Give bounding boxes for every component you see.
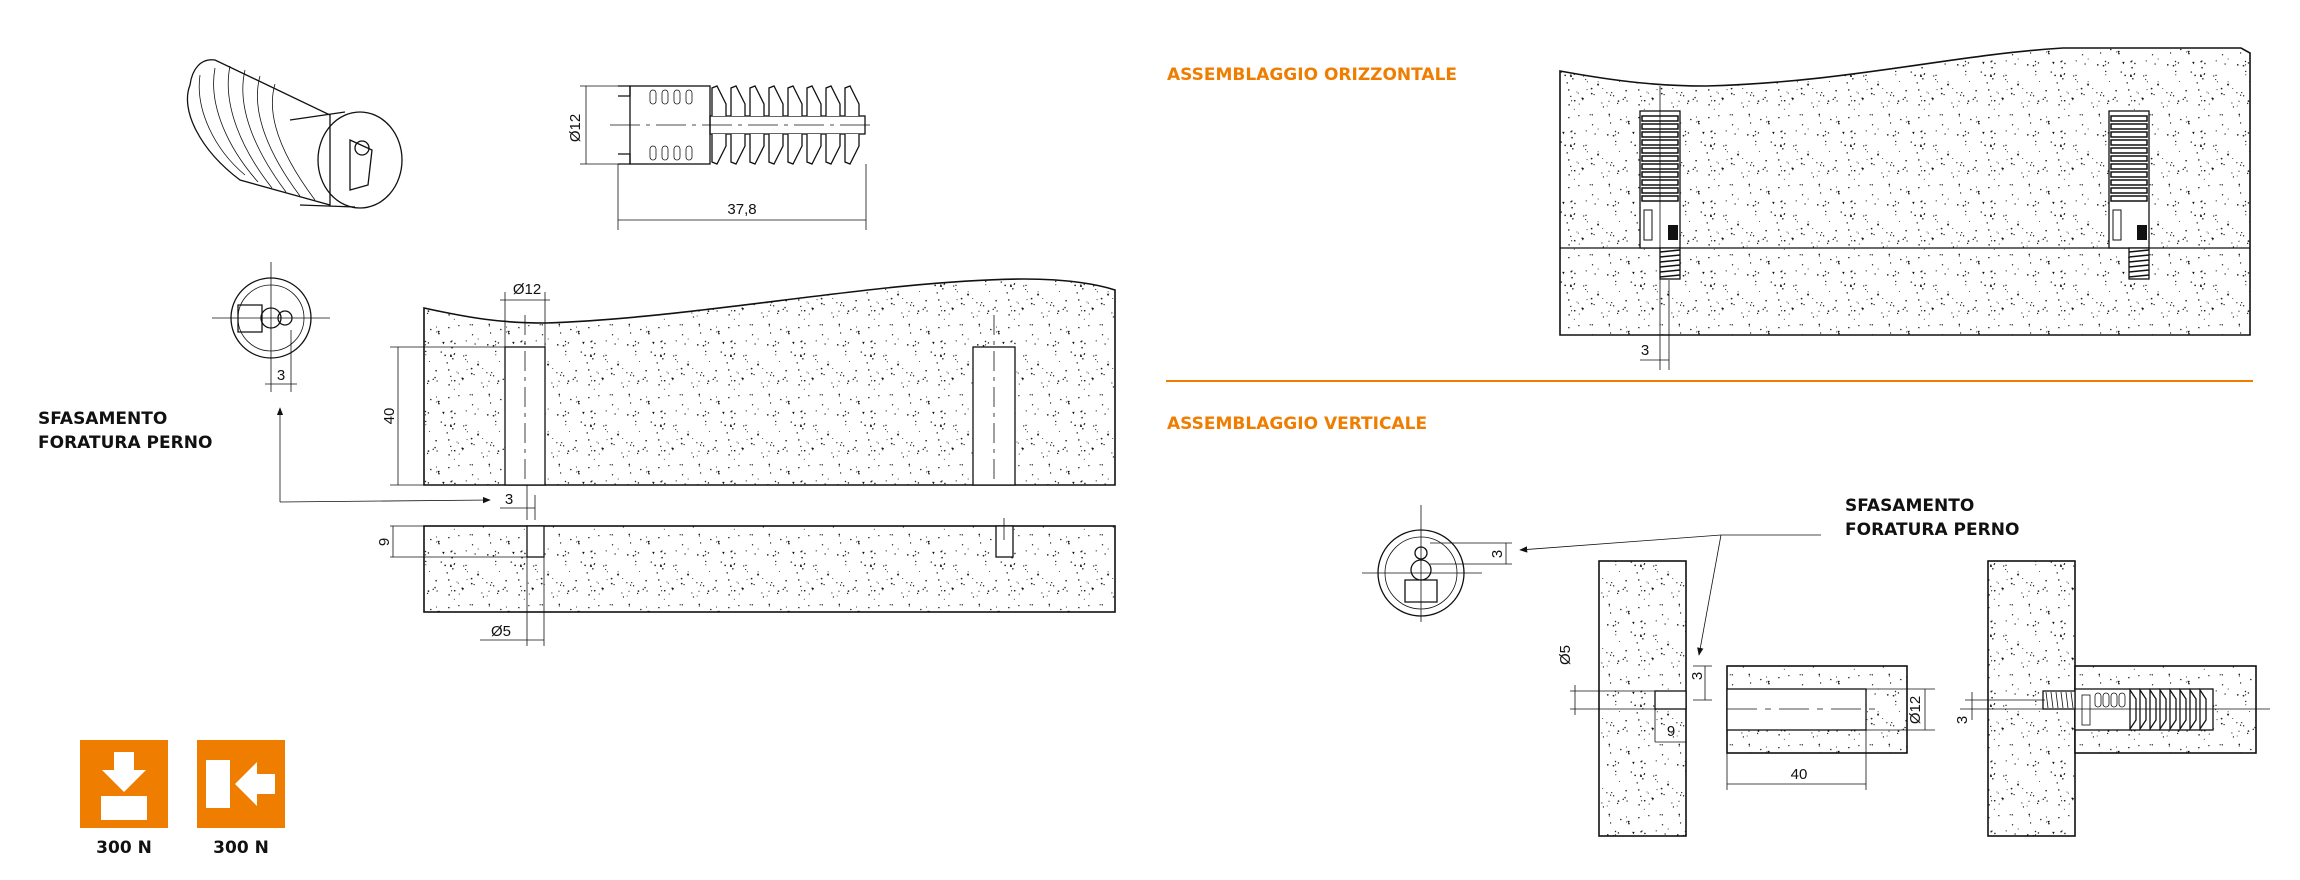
horizontal-assembly-drawing: 3 <box>1559 47 2251 370</box>
vertical-assembly-drawing: 3 SFASAMENTO FORATURA PERNO Ø5 9 3 40 Ø1… <box>1362 496 2270 837</box>
load-icon-horizontal: 300 N <box>197 740 285 858</box>
pin-depth-dim: 9 <box>1667 723 1675 740</box>
dowel-diameter-dim: Ø12 <box>567 114 584 142</box>
panel-upper-section: Ø12 40 3 <box>381 278 1116 520</box>
panel-lower-section: 9 Ø5 <box>376 518 1116 646</box>
dowel-3d-view <box>186 59 403 209</box>
hole-diameter-dim: Ø12 <box>513 281 541 298</box>
dowel-side-view: Ø12 37,8 <box>567 85 870 230</box>
offset-dim: 3 <box>505 491 513 508</box>
end-offset-dim: 3 <box>1489 550 1506 558</box>
dowel-end-view: 3 <box>212 262 491 504</box>
offset-label-line2: FORATURA PERNO <box>1845 520 2019 540</box>
load-label: 300 N <box>96 838 152 858</box>
horizontal-offset-dim: 3 <box>1641 342 1649 359</box>
vertical-assembly-title: ASSEMBLAGGIO VERTICALE <box>1167 414 1427 434</box>
dowel-length-dim: 37,8 <box>727 201 756 218</box>
pin-depth-dim: 9 <box>376 538 393 546</box>
load-label: 300 N <box>213 838 269 858</box>
hole-depth-dim: 40 <box>381 408 398 425</box>
offset-label-line1: SFASAMENTO <box>1845 496 1974 516</box>
offset-label-line1: SFASAMENTO <box>38 409 167 429</box>
load-icon-vertical: 300 N <box>80 740 168 858</box>
pin-diameter-dim: Ø5 <box>491 623 511 640</box>
offset-dim: 3 <box>1689 672 1706 680</box>
assembled-offset-dim: 3 <box>1954 716 1971 724</box>
hole-depth-dim: 40 <box>1791 766 1808 783</box>
hole-diameter-dim: Ø12 <box>1907 696 1924 724</box>
offset-label-line2: FORATURA PERNO <box>38 433 212 453</box>
pin-diameter-dim: Ø5 <box>1557 645 1574 665</box>
end-offset-dim: 3 <box>277 367 285 384</box>
horizontal-assembly-title: ASSEMBLAGGIO ORIZZONTALE <box>1167 65 1457 85</box>
